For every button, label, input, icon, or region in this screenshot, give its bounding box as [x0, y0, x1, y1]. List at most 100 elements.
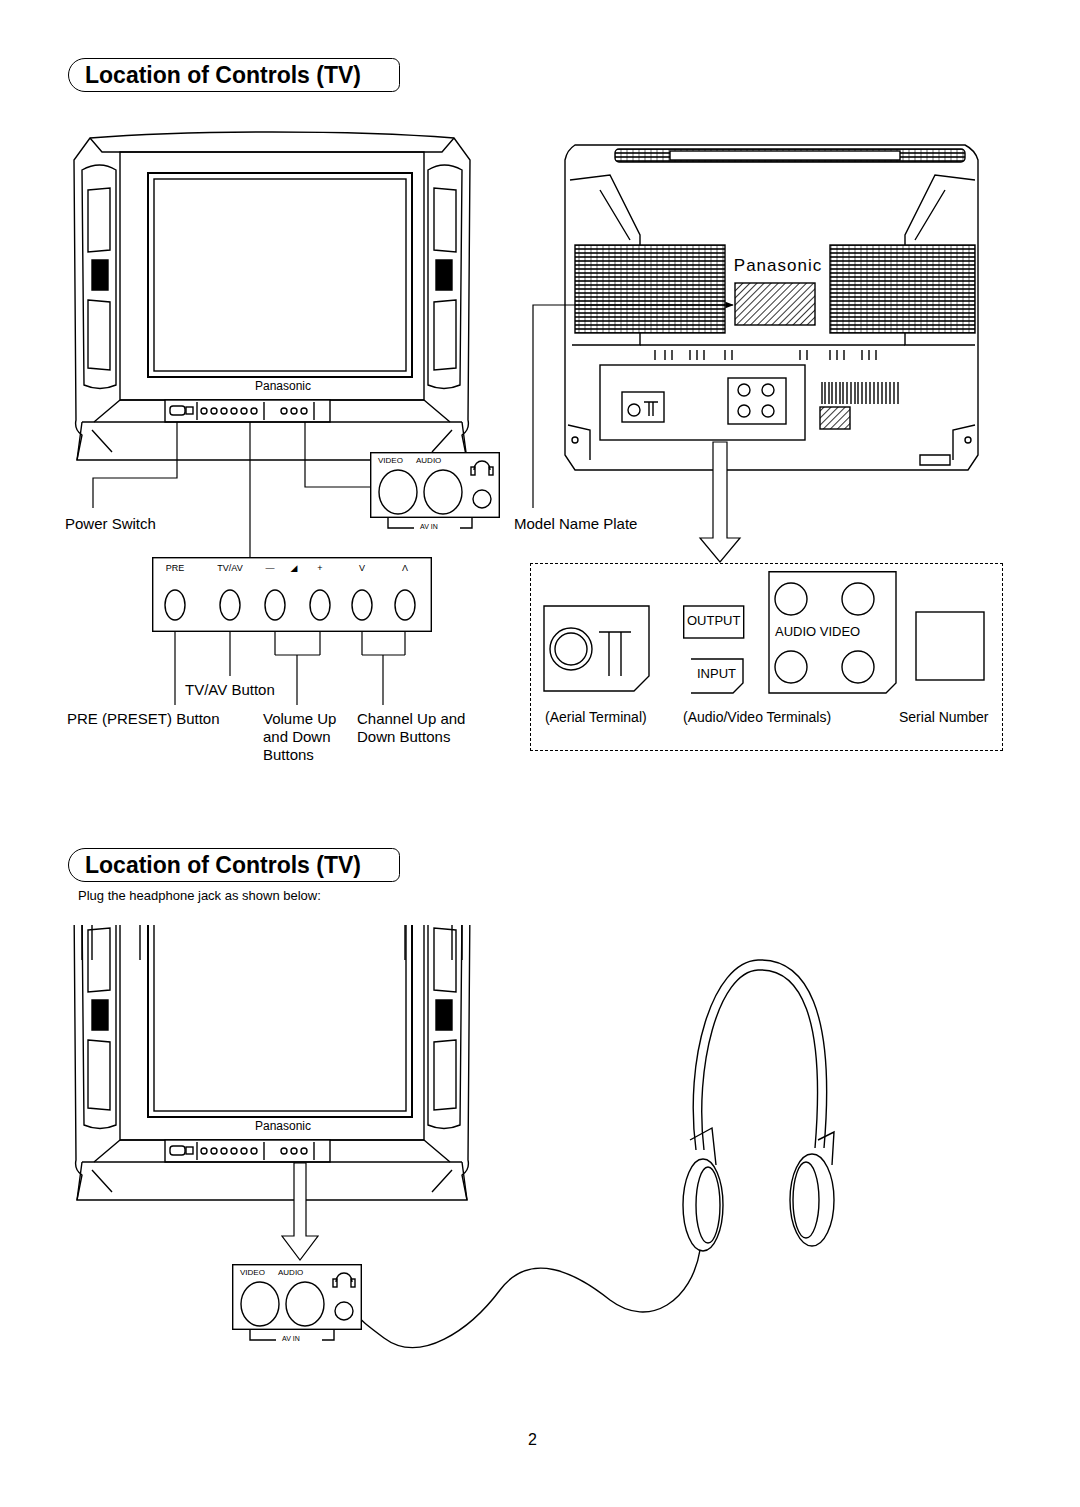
drawing-stroke [93, 422, 177, 508]
drawing-stroke [600, 365, 805, 440]
drawing-stroke [842, 583, 874, 615]
drawing-stroke [728, 378, 786, 424]
drawing-stroke [565, 145, 978, 470]
drawing-stroke [775, 651, 807, 683]
drawing-stroke [628, 404, 640, 416]
drawing-stroke [735, 283, 815, 325]
drawing-stroke [615, 149, 965, 162]
drawing-stroke [640, 344, 905, 345]
drawing-stroke [769, 572, 896, 693]
drawing-stroke [471, 467, 475, 475]
part-name: TV/AV Button [185, 681, 275, 699]
drawing-stroke [286, 1282, 324, 1326]
jack-label: VIDEO [240, 1268, 265, 1277]
drawing-stroke [738, 405, 750, 417]
drawing-stroke [310, 590, 330, 620]
terminal-caption: Serial Number [899, 709, 988, 725]
drawing-stroke [684, 606, 744, 638]
drawing-stroke [830, 245, 975, 333]
part-name: Model Name Plate [514, 515, 637, 533]
brand-name: Panasonic [253, 1119, 313, 1133]
drawing-stroke [74, 925, 470, 1200]
drawing-stroke [920, 455, 950, 465]
drawing-stroke [382, 655, 383, 705]
button-label: — [266, 563, 275, 573]
drawing-stroke [693, 960, 826, 1150]
drawing-stroke [762, 405, 774, 417]
button-label: TV/AV [217, 563, 242, 573]
drawing-stroke [305, 422, 370, 487]
drawing-stroke [474, 461, 490, 470]
page-number: 2 [528, 1430, 537, 1449]
button-label: Λ [402, 563, 408, 573]
leader-lines [93, 305, 733, 705]
drawing-stroke [600, 190, 945, 240]
drawing-stroke [265, 590, 285, 620]
drawing-stroke [762, 384, 774, 396]
drawing-stroke [233, 1265, 362, 1330]
drawing-stroke [568, 425, 975, 460]
jack-label: VIDEO [378, 456, 403, 465]
drawing-stroke [174, 623, 175, 705]
drawing-stroke [352, 590, 372, 620]
drawing-stroke [335, 1302, 353, 1320]
drawing-stroke [296, 655, 297, 705]
drawing-stroke [153, 558, 432, 632]
drawing-stroke [622, 392, 664, 422]
drawing-stroke [336, 1273, 352, 1282]
heading-text: Location of Controls (TV) [85, 62, 361, 88]
tv-front-cropped [74, 925, 470, 1200]
brand-name: Panasonic [732, 256, 824, 276]
tv-front [74, 132, 470, 460]
button-label: + [317, 563, 322, 573]
drawing-stroke [696, 1167, 720, 1243]
drawing-stroke [544, 606, 649, 691]
drawing-stroke [842, 651, 874, 683]
tv-rear [565, 145, 978, 470]
drawing-stroke [572, 437, 578, 443]
drawing-stroke [655, 350, 876, 360]
button-panel: PRE TV/AV — ◢ + V Λ [152, 557, 432, 632]
drawing-stroke [916, 612, 984, 680]
drawing-stroke [670, 151, 900, 160]
hollow-arrow [700, 442, 740, 562]
jack-group-label: AV IN [420, 523, 438, 531]
part-name: Volume Up and Down Buttons [263, 710, 353, 764]
headphones [354, 960, 834, 1348]
drawing-stroke [220, 590, 240, 620]
jack-group-label: AV IN [282, 1335, 300, 1343]
drawing-stroke [793, 1162, 819, 1238]
drawing-stroke [241, 1282, 279, 1326]
drawing-stroke [820, 407, 850, 429]
drawing-stroke [379, 470, 417, 514]
part-name: PRE (PRESET) Button [67, 710, 220, 728]
drawing-stroke [82, 925, 462, 960]
drawing-stroke [333, 1279, 337, 1287]
terminal-label: INPUT [697, 667, 736, 682]
drawing-stroke [575, 245, 725, 333]
jack-label: AUDIO [416, 456, 441, 465]
drawing-stroke [691, 659, 743, 693]
button-label: V [359, 563, 365, 573]
drawing-stroke [683, 1159, 723, 1251]
drawing-stroke [351, 1279, 355, 1287]
section-heading: Location of Controls (TV) [68, 848, 400, 882]
drawing-stroke [702, 970, 818, 1150]
drawing-stroke [550, 628, 592, 670]
brand-name: Panasonic [253, 379, 313, 393]
av-jack-panel: VIDEOAUDIOAV IN [232, 1264, 362, 1330]
hollow-arrow [282, 1163, 318, 1260]
drawing-stroke [965, 437, 971, 443]
rear-terminal-detail: (Aerial Terminal)(Audio/Video Terminals)… [530, 563, 1003, 751]
part-name: Power Switch [65, 515, 156, 533]
button-label: ◢ [291, 563, 298, 573]
drawing-stroke [371, 453, 500, 518]
drawing-stroke [775, 583, 807, 615]
terminal-caption: (Audio/Video Terminals) [683, 709, 831, 725]
button-label: PRE [166, 563, 185, 573]
drawing-stroke [354, 1250, 700, 1348]
drawing-stroke [395, 590, 415, 620]
drawing-stroke [738, 384, 750, 396]
